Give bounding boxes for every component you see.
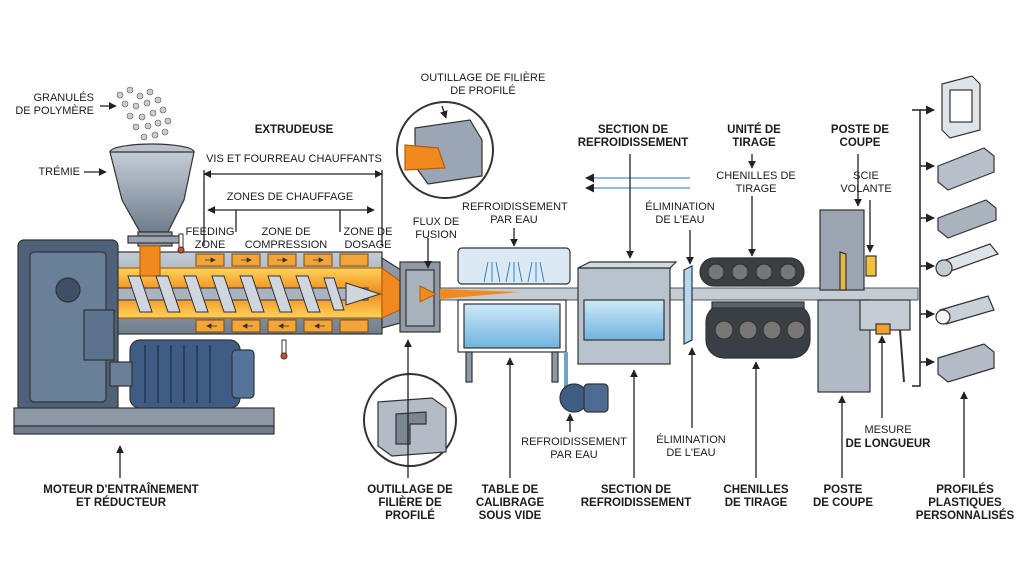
gearbox xyxy=(17,239,119,416)
label-compression-zone: ZONE DE COMPRESSION xyxy=(244,226,328,251)
pump xyxy=(559,352,609,413)
thermometer-icons xyxy=(177,233,288,360)
label-water-cooling-bottom: REFROIDISSEMENT PAR EAU xyxy=(521,436,627,461)
label-profile-die-top: OUTILLAGE DE FILIÈRE DE PROFILÉ xyxy=(420,72,546,97)
label-melt-flow: FLUX DE FUSION xyxy=(412,216,460,241)
round-pipe-profile-icon xyxy=(935,295,995,325)
label-cooling-section-bottom: SECTION DE REFROIDISSEMENT xyxy=(580,484,692,509)
cooling-tank xyxy=(577,261,678,365)
hopper xyxy=(109,143,195,247)
label-length-measurement-1: MESURE xyxy=(864,424,912,436)
window-frame-profile-icon xyxy=(941,75,981,139)
label-caterpillars-bottom: CHENILLES DE TIRAGE xyxy=(723,484,789,509)
extruded-profile xyxy=(419,285,919,303)
label-water-removal-bottom: ÉLIMINATION DE L'EAU xyxy=(656,434,726,459)
machine-base xyxy=(13,407,275,435)
label-profile-die-bottom: OUTILLAGE DE FILIÈRE DE PROFILÉ xyxy=(367,484,453,522)
angle-profile-icon xyxy=(937,343,995,383)
label-vacuum-calibration-table: TABLE DE CALIBRAGE SOUS VIDE xyxy=(475,484,545,522)
label-polymer-granules: GRANULÉS DE POLYMÈRE xyxy=(15,92,94,117)
u-channel-profile-icon xyxy=(937,199,997,239)
label-flying-saw: SCIE VOLANTE xyxy=(840,170,892,195)
label-cooling-section-top: SECTION DE REFROIDISSEMENT xyxy=(577,124,689,149)
flow-arrows-barrel xyxy=(205,257,325,329)
water-return-lines xyxy=(585,173,690,193)
water-removal-unit xyxy=(683,265,693,345)
label-screw-and-barrel: VIS ET FOURREAU CHAUFFANTS xyxy=(206,153,382,165)
haul-off-unit xyxy=(699,257,811,359)
vacuum-calibration-table xyxy=(457,247,571,383)
label-haul-off-unit: UNITÉ DE TIRAGE xyxy=(727,124,781,149)
label-metering-zone: ZONE DE DOSAGE xyxy=(343,226,393,251)
label-hopper: TRÉMIE xyxy=(38,166,80,178)
label-heating-zones: ZONES DE CHAUFFAGE xyxy=(226,191,354,203)
polymer-pellets xyxy=(116,86,172,141)
label-feeding-zone: FEEDING ZONE xyxy=(185,226,235,251)
round-tube-profile-icon xyxy=(935,243,999,277)
die-detail-top xyxy=(396,101,494,199)
label-cutting-station-bottom: POSTE DE COUPE xyxy=(812,484,874,509)
profiles-bracket xyxy=(912,105,935,387)
die-detail-bottom xyxy=(363,373,457,467)
label-water-cooling-top: REFROIDISSEMENT PAR EAU xyxy=(462,201,568,226)
c-channel-profile-icon xyxy=(937,147,995,191)
screw xyxy=(117,275,382,313)
profile-samples xyxy=(935,75,999,383)
label-cutting-station-top: POSTE DE COUPE xyxy=(830,124,890,149)
cutting-station xyxy=(817,209,911,393)
drive-motor xyxy=(109,339,255,409)
label-custom-plastic-profiles: PROFILÉS PLASTIQUES PERSONNALISÉS xyxy=(915,484,1015,522)
label-caterpillars-top: CHENILLES DE TIRAGE xyxy=(716,170,796,195)
annotation-arrows xyxy=(84,102,968,478)
label-drive-motor: MOTEUR D'ENTRAÎNEMENT ET RÉDUCTEUR xyxy=(43,484,199,509)
label-length-measurement-2: DE LONGUEUR xyxy=(845,438,931,450)
label-water-removal-top: ÉLIMINATION DE L'EAU xyxy=(645,201,715,226)
label-extruder: EXTRUDEUSE xyxy=(254,124,334,136)
